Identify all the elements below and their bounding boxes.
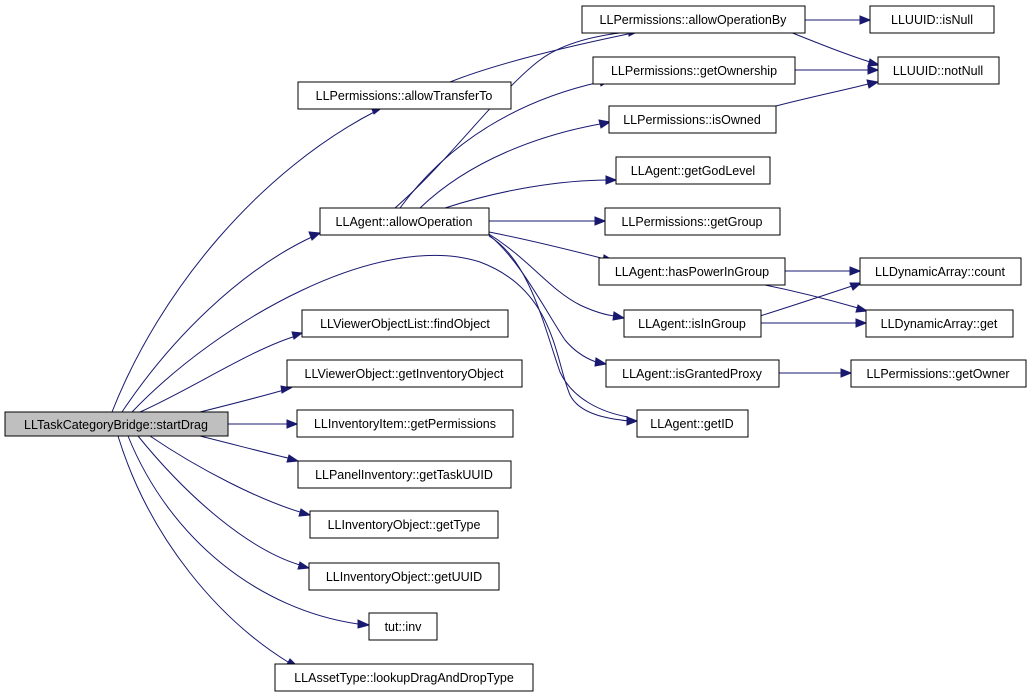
node-getTaskUUID-label: LLPanelInventory::getTaskUUID — [315, 468, 493, 482]
node-getInventoryObject[interactable]: LLViewerObject::getInventoryObject — [286, 359, 523, 388]
node-getUUID[interactable]: LLInventoryObject::getUUID — [308, 562, 500, 591]
arrow-getOwner — [840, 368, 853, 378]
edges — [111, 19, 871, 663]
node-hasPowerInGroup-label: LLAgent::hasPowerInGroup — [615, 265, 769, 279]
arrow-isGrantedProxy — [594, 357, 608, 367]
edge-root-getID — [131, 254, 630, 422]
node-getGroup-label: LLPermissions::getGroup — [621, 215, 762, 229]
arrow-get-a — [855, 304, 869, 313]
arrow-getPermissions — [286, 419, 299, 429]
node-count[interactable]: LLDynamicArray::count — [859, 257, 1022, 286]
node-root-label: LLTaskCategoryBridge::startDrag — [24, 418, 208, 432]
edge-root-findObject — [139, 335, 297, 413]
arrow-allowOperation — [308, 231, 322, 241]
node-getID-label: LLAgent::getID — [650, 417, 733, 431]
arrow-isInGroup — [612, 311, 626, 321]
edge-root-getTaskUUID — [199, 435, 289, 459]
node-notNull-label: LLUUID::notNull — [893, 64, 983, 78]
arrow-count-a — [849, 266, 862, 276]
node-notNull[interactable]: LLUUID::notNull — [877, 56, 1000, 85]
node-isNull[interactable]: LLUUID::isNull — [869, 5, 995, 34]
edge-allowOperation-isGrantedProxy — [488, 234, 597, 363]
edge-root-getType — [149, 435, 301, 513]
node-lookupDragAndDropType[interactable]: LLAssetType::lookupDragAndDropType — [274, 663, 534, 692]
edge-allowOperation-isOwned — [419, 123, 601, 209]
node-isGrantedProxy[interactable]: LLAgent::isGrantedProxy — [605, 359, 780, 388]
arrow-count-b — [849, 282, 863, 291]
edge-allowOperationBy-notNull — [789, 31, 871, 63]
edge-allowOperation-allowOperationBy — [394, 31, 629, 209]
arrow-getGroup — [594, 216, 607, 226]
edge-root-lookupDragAndDropType — [117, 435, 289, 663]
edge-root-getInventoryObject — [199, 389, 285, 413]
edge-root-allowTransferTo — [111, 109, 379, 413]
node-isOwned-label: LLPermissions::isOwned — [623, 113, 761, 127]
node-findObject[interactable]: LLViewerObjectList::findObject — [301, 309, 509, 338]
node-count-label: LLDynamicArray::count — [875, 265, 1005, 279]
edge-root-getUUID — [137, 435, 301, 566]
node-getUUID-label: LLInventoryObject::getUUID — [326, 570, 482, 584]
node-getGroup[interactable]: LLPermissions::getGroup — [604, 207, 781, 236]
node-isNull-label: LLUUID::isNull — [891, 13, 973, 27]
node-getID[interactable]: LLAgent::getID — [636, 409, 749, 438]
node-allowOperation[interactable]: LLAgent::allowOperation — [319, 207, 490, 236]
node-get[interactable]: LLDynamicArray::get — [865, 309, 1014, 338]
arrow-notNull-a — [867, 58, 881, 67]
arrow-inv — [357, 619, 371, 629]
node-root[interactable]: LLTaskCategoryBridge::startDrag — [4, 411, 229, 437]
arrow-getType — [298, 508, 312, 517]
node-getGodLevel-label: LLAgent::getGodLevel — [631, 164, 755, 178]
edge-root-inv — [127, 435, 359, 625]
edge-isOwned-notNull — [775, 83, 869, 107]
nodes: LLTaskCategoryBridge::startDrag LLPermis… — [4, 5, 1027, 692]
node-getType-label: LLInventoryObject::getType — [328, 518, 481, 532]
edge-allowOperation-getOwnership — [399, 81, 601, 209]
edge-root-allowOperation — [121, 235, 315, 413]
node-getOwner-label: LLPermissions::getOwner — [866, 367, 1009, 381]
node-inv[interactable]: tut::inv — [368, 612, 438, 641]
arrow-get-b — [855, 318, 868, 328]
arrow-isNull — [859, 15, 872, 25]
arrow-notNull-c — [866, 79, 880, 89]
node-allowTransferTo-label: LLPermissions::allowTransferTo — [316, 89, 493, 103]
node-allowOperation-label: LLAgent::allowOperation — [336, 215, 473, 229]
edge-allowOperation-getGodLevel — [444, 179, 611, 209]
node-getOwnership-label: LLPermissions::getOwnership — [611, 64, 777, 78]
edge-allowTransferTo-allowOperationBy — [449, 33, 629, 83]
edge-allowOperation-getID — [488, 235, 629, 418]
edge-hasPowerInGroup-get — [759, 283, 859, 309]
node-isGrantedProxy-label: LLAgent::isGrantedProxy — [622, 367, 762, 381]
edge-isInGroup-count — [759, 285, 853, 317]
arrow-isOwned — [598, 119, 612, 129]
arrow-getTaskUUID — [286, 454, 300, 463]
node-isOwned[interactable]: LLPermissions::isOwned — [608, 105, 777, 134]
node-inv-label: tut::inv — [385, 620, 423, 634]
node-lookupDragAndDropType-label: LLAssetType::lookupDragAndDropType — [294, 671, 514, 685]
node-getOwner[interactable]: LLPermissions::getOwner — [850, 359, 1027, 388]
node-isInGroup[interactable]: LLAgent::isInGroup — [623, 309, 762, 338]
node-allowOperationBy-label: LLPermissions::allowOperationBy — [600, 13, 788, 27]
node-getType[interactable]: LLInventoryObject::getType — [309, 510, 499, 539]
arrow-getInventoryObject — [280, 385, 293, 394]
arrow-getUUID — [297, 561, 311, 570]
arrow-getID — [626, 416, 639, 426]
edge-allowOperation-isInGroup — [488, 233, 616, 317]
node-getInventoryObject-label: LLViewerObject::getInventoryObject — [305, 367, 504, 381]
node-getPermissions-label: LLInventoryItem::getPermissions — [314, 417, 496, 431]
node-hasPowerInGroup[interactable]: LLAgent::hasPowerInGroup — [598, 257, 786, 286]
node-getTaskUUID[interactable]: LLPanelInventory::getTaskUUID — [297, 460, 512, 489]
arrow-getGodLevel — [605, 175, 618, 185]
node-getGodLevel[interactable]: LLAgent::getGodLevel — [615, 156, 771, 185]
arrow-notNull-b — [867, 65, 880, 75]
node-get-label: LLDynamicArray::get — [881, 317, 998, 331]
arrow-findObject — [291, 331, 304, 340]
node-allowTransferTo[interactable]: LLPermissions::allowTransferTo — [297, 81, 512, 110]
node-allowOperationBy[interactable]: LLPermissions::allowOperationBy — [581, 5, 806, 34]
node-getPermissions[interactable]: LLInventoryItem::getPermissions — [296, 409, 514, 438]
node-getOwnership[interactable]: LLPermissions::getOwnership — [592, 56, 796, 85]
node-findObject-label: LLViewerObjectList::findObject — [320, 317, 490, 331]
node-isInGroup-label: LLAgent::isInGroup — [638, 317, 746, 331]
edge-allowOperation-hasPowerInGroup — [488, 231, 606, 260]
